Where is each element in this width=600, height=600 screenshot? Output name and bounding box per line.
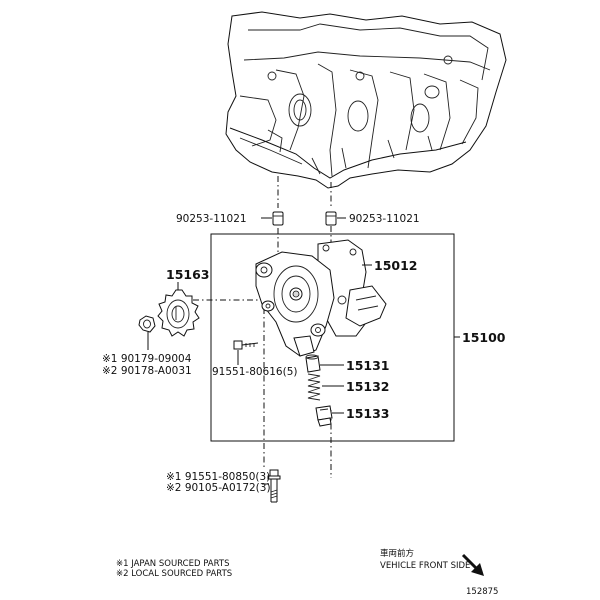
label-15100: 15100 (462, 330, 506, 345)
label-bolt-local: ※2 90105-A0172(3) (166, 482, 271, 494)
pump-mounting-bolt (267, 469, 281, 503)
oil-pump-body (255, 239, 387, 357)
sprocket-nut (138, 315, 156, 333)
note-local-sourced: ※2 LOCAL SOURCED PARTS (116, 569, 232, 579)
label-bolt-japan: ※1 91551-80850(3) (166, 471, 270, 483)
label-91551-80616: 91551-80616(5) (212, 366, 297, 378)
label-90253-right: 90253-11021 (349, 213, 420, 225)
label-15131: 15131 (346, 358, 390, 373)
label-90253-left: 90253-11021 (176, 213, 247, 225)
relief-valve-plunger (305, 354, 321, 373)
label-nut-japan: ※1 90179-09004 (102, 353, 192, 365)
dowel-pin-right (325, 211, 337, 226)
dowel-pin-left (272, 211, 284, 226)
note-japan-sourced: ※1 JAPAN SOURCED PARTS (116, 559, 229, 569)
relief-valve-plug (315, 405, 333, 427)
label-15133: 15133 (346, 406, 390, 421)
label-nut-local: ※2 90178-A0031 (102, 365, 192, 377)
label-15163: 15163 (166, 267, 210, 282)
relief-valve-spring (307, 373, 321, 401)
label-15132: 15132 (346, 379, 390, 394)
label-15012: 15012 (374, 258, 418, 273)
engine-block-illustration (225, 11, 507, 189)
vehicle-front-arrow-icon (461, 553, 484, 576)
direction-label-en: VEHICLE FRONT SIDE (380, 561, 470, 571)
cover-bolt (233, 340, 259, 350)
diagram-id: 152875 (466, 587, 498, 597)
direction-label-jp: 車両前方 (380, 548, 414, 559)
drive-sprocket (157, 289, 200, 337)
